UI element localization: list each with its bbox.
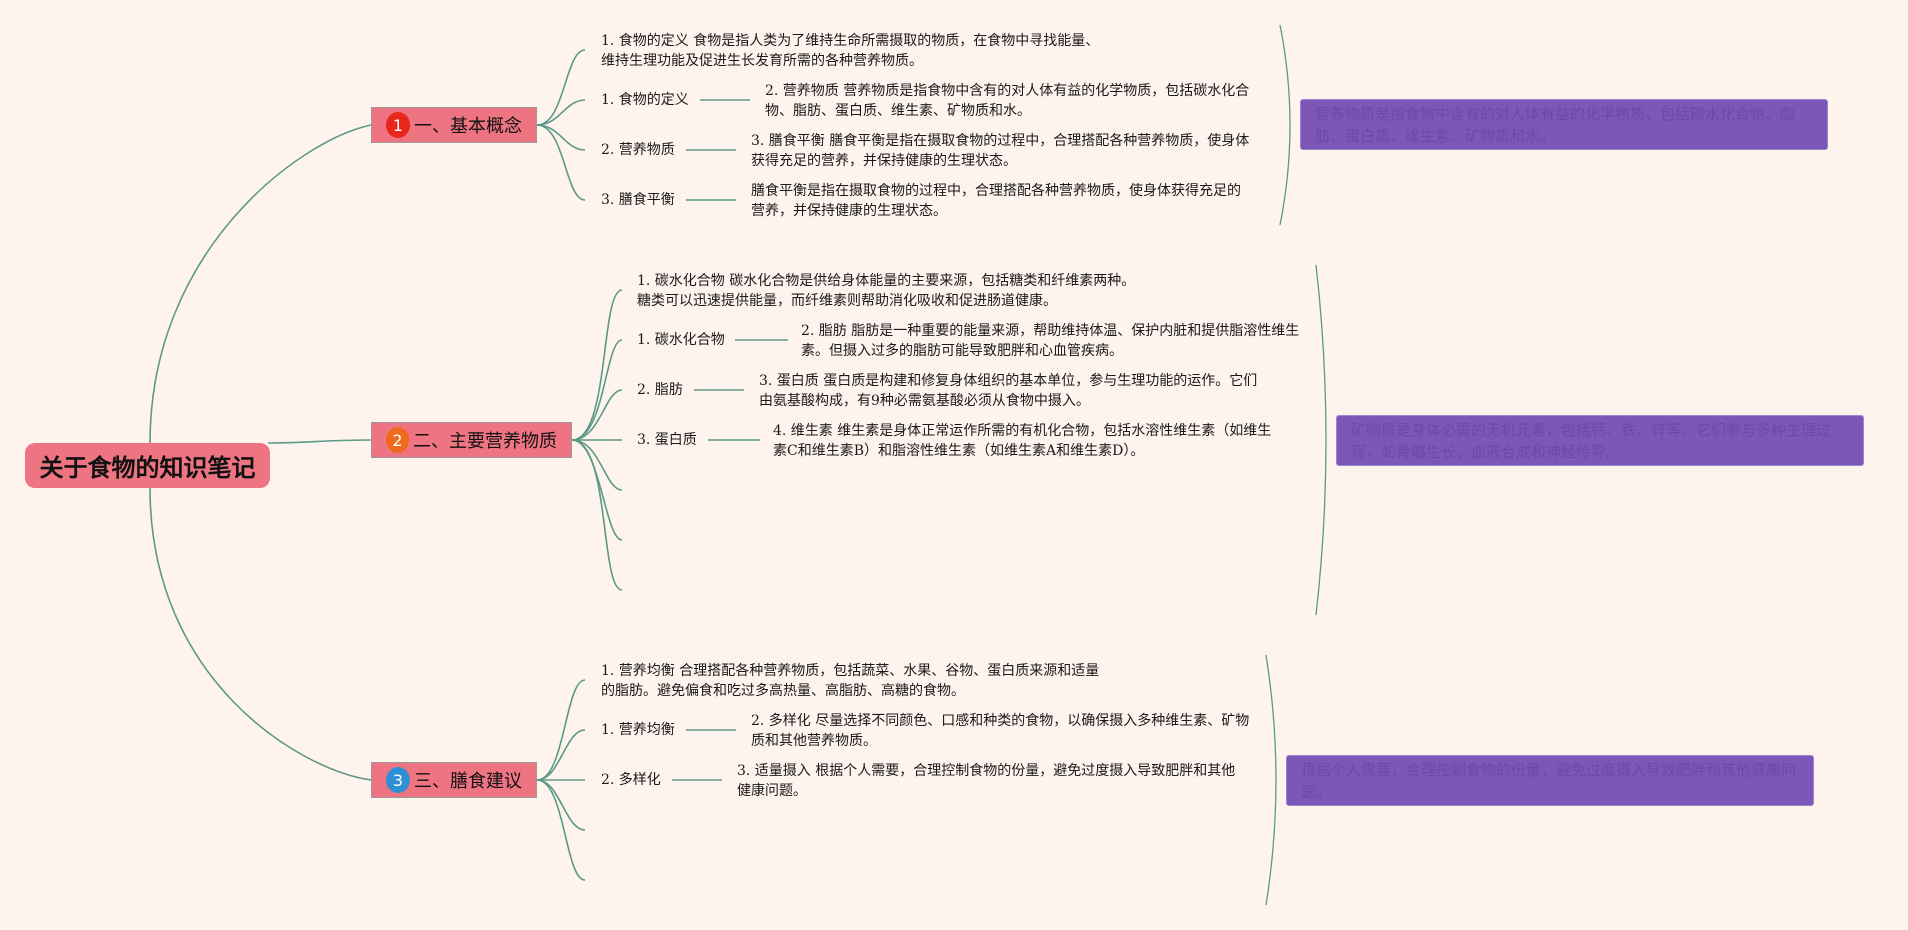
subtopic-food-definition[interactable]: 1. 食物的定义 xyxy=(601,92,689,108)
detail-text[interactable]: 膳食平衡是指在摄取食物的过程中，合理搭配各种营养物质，使身体获得充足的 营养，并… xyxy=(751,183,1241,219)
main-topic-title: 三、膳食建议 xyxy=(414,771,522,792)
main-topic-diet-advice[interactable]: 3 三、膳食建议 xyxy=(371,762,537,798)
summary-box[interactable]: 根据个人需要，合理控制食物的份量，避免过度摄入导致肥胖和其他健康问题。 xyxy=(1286,755,1814,806)
intro-text[interactable]: 1. 食物的定义 食物是指人类为了维持生命所需摄取的物质，在食物中寻找能量、 维… xyxy=(601,33,1100,69)
number-badge: 1 xyxy=(386,112,410,138)
intro-text[interactable]: 1. 碳水化合物 碳水化合物是供给身体能量的主要来源，包括糖类和纤维素两种。 糖… xyxy=(637,273,1136,309)
subtopic-variety[interactable]: 2. 多样化 xyxy=(601,772,661,788)
root-topic[interactable]: 关于食物的知识笔记 xyxy=(25,443,270,488)
subtopic-carbohydrate[interactable]: 1. 碳水化合物 xyxy=(637,332,725,348)
detail-text[interactable]: 3. 适量摄入 根据个人需要，合理控制食物的份量，避免过度摄入导致肥胖和其他 健… xyxy=(737,763,1236,799)
subtopic-diet-balance[interactable]: 3. 膳食平衡 xyxy=(601,192,675,208)
detail-text[interactable]: 3. 蛋白质 蛋白质是构建和修复身体组织的基本单位，参与生理功能的运作。它们 由… xyxy=(759,373,1258,409)
summary-box[interactable]: 营养物质是指食物中含有的对人体有益的化学物质，包括碳水化合物、脂肪、蛋白质、维生… xyxy=(1300,99,1828,150)
number-badge: 3 xyxy=(386,767,410,793)
subtopic-fat[interactable]: 2. 脂肪 xyxy=(637,382,683,398)
detail-text[interactable]: 2. 多样化 尽量选择不同颜色、口感和种类的食物，以确保摄入多种维生素、矿物 质… xyxy=(751,713,1250,749)
summary-box[interactable]: 矿物质是身体必需的无机元素，包括钙、铁、锌等。它们参与多种生理过程，如骨骼生长、… xyxy=(1336,415,1864,466)
main-topic-title: 一、基本概念 xyxy=(414,116,522,137)
root-title: 关于食物的知识笔记 xyxy=(39,454,256,482)
detail-text[interactable]: 4. 维生素 维生素是身体正常运作所需的有机化合物，包括水溶性维生素（如维生 素… xyxy=(773,423,1272,459)
intro-text[interactable]: 1. 营养均衡 合理搭配各种营养物质，包括蔬菜、水果、谷物、蛋白质来源和适量 的… xyxy=(601,663,1100,699)
number-badge: 2 xyxy=(386,427,409,453)
detail-text[interactable]: 2. 营养物质 营养物质是指食物中含有的对人体有益的化学物质，包括碳水化合 物、… xyxy=(765,83,1250,119)
detail-text[interactable]: 3. 膳食平衡 膳食平衡是指在摄取食物的过程中，合理搭配各种营养物质，使身体 获… xyxy=(751,133,1250,169)
main-topic-title: 二、主要营养物质 xyxy=(413,431,557,452)
subtopic-nutrients[interactable]: 2. 营养物质 xyxy=(601,142,675,158)
subtopic-protein[interactable]: 3. 蛋白质 xyxy=(637,432,697,448)
main-topic-basic-concepts[interactable]: 1 一、基本概念 xyxy=(371,107,537,143)
main-topic-nutrients[interactable]: 2 二、主要营养物质 xyxy=(371,422,572,458)
detail-text[interactable]: 2. 脂肪 脂肪是一种重要的能量来源，帮助维持体温、保护内脏和提供脂溶性维生 素… xyxy=(801,323,1300,359)
subtopic-balanced-nutrition[interactable]: 1. 营养均衡 xyxy=(601,722,675,738)
